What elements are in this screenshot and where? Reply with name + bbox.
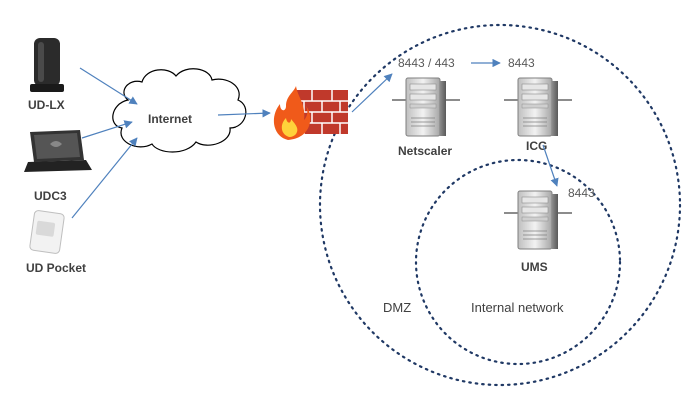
icg-label: ICG [526, 139, 547, 153]
internet-label: Internet [148, 112, 192, 126]
port-label-netscaler: 8443 / 443 [398, 56, 455, 70]
firewall-icon [273, 86, 348, 140]
internal-network-zone [414, 158, 622, 366]
ums-label: UMS [521, 260, 548, 274]
arrow-internet-firewall [217, 109, 271, 118]
thin-client-icon [30, 38, 64, 92]
laptop-icon [24, 130, 92, 172]
usb-stick-icon [29, 210, 65, 254]
port-label-icg: 8443 [508, 56, 535, 70]
client-label-ud-lx: UD-LX [28, 98, 65, 112]
client-label-ud-pocket: UD Pocket [26, 261, 86, 275]
dmz-zone [318, 23, 682, 387]
client-label-udc3: UDC3 [34, 189, 67, 203]
arrow-firewall-netscaler [351, 73, 393, 113]
server-icon [503, 190, 573, 250]
server-icon [391, 77, 461, 137]
cloud-icon [112, 68, 247, 153]
internal-network-label: Internal network [471, 300, 564, 315]
netscaler-label: Netscaler [398, 144, 452, 158]
arrow-udpocket-internet [71, 137, 138, 219]
arrow-udlx-internet [79, 67, 138, 105]
arrow-icg-ums [542, 144, 559, 187]
dmz-label: DMZ [383, 300, 411, 315]
server-icon [503, 77, 573, 137]
arrow-udc3-internet [81, 120, 133, 139]
port-label-ums: 8443 [568, 186, 595, 200]
